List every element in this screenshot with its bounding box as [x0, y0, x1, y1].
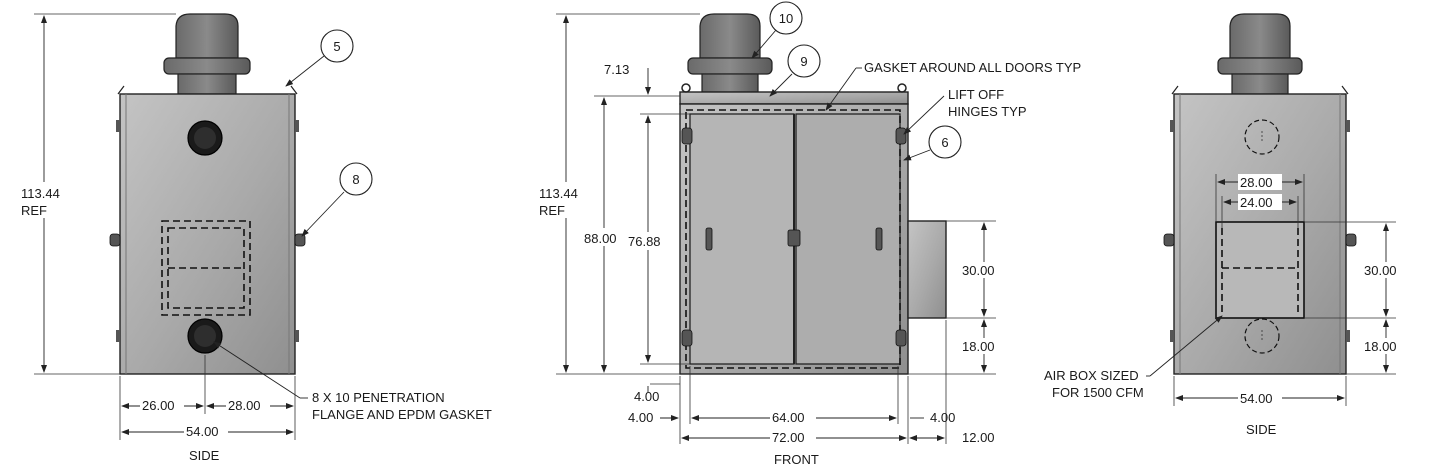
- callout-airbox-1: AIR BOX SIZED: [1044, 368, 1139, 383]
- dim-ref-left: REF: [21, 203, 47, 218]
- view-label-side-left: SIDE: [189, 448, 220, 463]
- balloon-9: [787, 44, 821, 78]
- balloon-5: [320, 29, 354, 63]
- balloon-8-label: 8: [352, 172, 359, 187]
- air-box-right: [1215, 221, 1305, 319]
- dim-top-right: [1215, 174, 1305, 228]
- dim-ref-front: REF: [539, 203, 565, 218]
- dim-713: 7.13: [604, 62, 629, 77]
- dim-88: 88.00: [584, 231, 617, 246]
- latch-left: [705, 227, 713, 251]
- dim-64: 64.00: [772, 410, 805, 425]
- dim-30-front: 30.00: [962, 263, 995, 278]
- dim-113-left: 113.44: [21, 186, 60, 201]
- fan-hood-left: [163, 57, 251, 75]
- dim-54-left: 54.00: [186, 424, 219, 439]
- dim-28-right: 28.00: [1240, 175, 1273, 190]
- balloon-10-label: 10: [779, 11, 793, 26]
- dim-30-right: 30.00: [1364, 263, 1397, 278]
- hinge-3: [895, 127, 907, 145]
- balloon-6: [928, 125, 962, 159]
- view-label-front: FRONT: [774, 452, 819, 467]
- balloon-8: [339, 162, 373, 196]
- callout-penetration-1: 8 X 10 PENETRATION: [312, 390, 445, 405]
- handle-left-1: [109, 233, 121, 247]
- fan-neck-left: [177, 73, 237, 95]
- dim-18-right: 18.00: [1364, 339, 1397, 354]
- leader-hinges: [903, 95, 945, 135]
- dim-4-bottom: 4.00: [634, 389, 659, 404]
- balloon-10: [769, 1, 803, 35]
- callout-hinges: HINGES TYP: [948, 104, 1027, 119]
- dim-72: 72.00: [772, 430, 805, 445]
- handle-right-2: [1345, 233, 1357, 247]
- dim-113-front: 113.44: [539, 186, 578, 201]
- fan-hood-right: [1217, 57, 1303, 75]
- dim-height-front: [537, 13, 700, 375]
- dim-26: 26.00: [142, 398, 175, 413]
- leader-gasket: [825, 67, 857, 111]
- roof-band: [679, 91, 909, 105]
- dim-bottom-left: [119, 355, 296, 440]
- balloon-5-label: 5: [333, 39, 340, 54]
- balloon-9-label: 9: [800, 54, 807, 69]
- dim-vertical-right: [1304, 221, 1408, 375]
- fan-hood-front: [687, 57, 773, 75]
- air-box-front: [907, 220, 947, 319]
- dim-4-right: 4.00: [930, 410, 955, 425]
- dim-12: 12.00: [962, 430, 995, 445]
- hidden-penetration-top-right: [1244, 119, 1280, 155]
- hinge-4: [895, 329, 907, 347]
- dim-54-right: 54.00: [1240, 391, 1273, 406]
- callout-penetration-2: FLANGE AND EPDM GASKET: [312, 407, 492, 422]
- callout-airbox-2: FOR 1500 CFM: [1052, 385, 1144, 400]
- callout-lift-off: LIFT OFF: [948, 87, 1004, 102]
- handle-right-1: [1163, 233, 1175, 247]
- hinge-2: [681, 329, 693, 347]
- dim-7688: 76.88: [628, 234, 661, 249]
- balloon-6-label: 6: [941, 135, 948, 150]
- dim-4-left: 4.00: [628, 410, 653, 425]
- fan-cap-front: [699, 13, 761, 59]
- view-label-side-right: SIDE: [1246, 422, 1277, 437]
- dim-height-left: [18, 13, 176, 375]
- hinge-1: [681, 127, 693, 145]
- front-view: [679, 13, 947, 375]
- side-view-right: [1163, 13, 1357, 375]
- door-right: [795, 113, 901, 365]
- gasket-outline: [685, 109, 901, 369]
- side-view-left: [109, 13, 306, 375]
- dim-airbox-front: [908, 220, 1006, 375]
- leader-airbox: [1149, 315, 1223, 377]
- hidden-penetration-bottom-right: [1244, 318, 1280, 354]
- dim-bottom-front: [647, 320, 947, 445]
- latch-right: [875, 227, 883, 251]
- leader-penetration: [213, 341, 301, 399]
- dim-28-left: 28.00: [228, 398, 261, 413]
- fan-cap-right: [1229, 13, 1291, 59]
- callout-gasket: GASKET AROUND ALL DOORS TYP: [864, 60, 1081, 75]
- fan-cap-left: [175, 13, 239, 59]
- dim-18-front: 18.00: [962, 339, 995, 354]
- dim-bottom-right: [1173, 376, 1347, 406]
- dim-24-right: 24.00: [1240, 195, 1273, 210]
- hidden-air-box-left: [161, 220, 251, 316]
- latch-center: [787, 229, 801, 247]
- handle-left-2: [294, 233, 306, 247]
